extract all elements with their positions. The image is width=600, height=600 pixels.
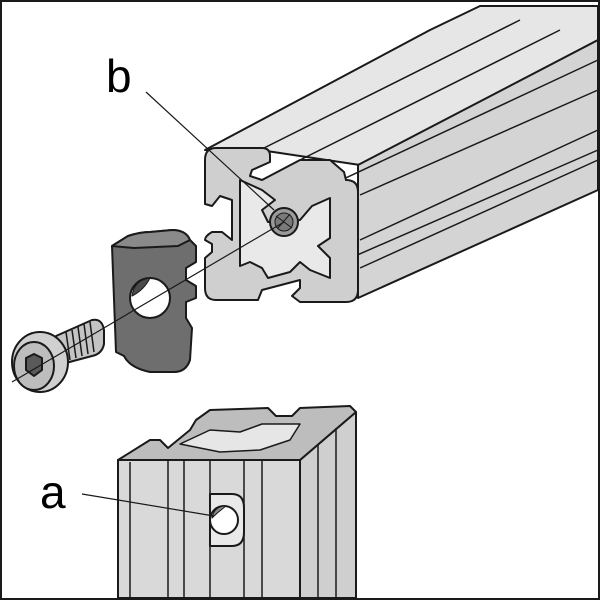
vertical-top-cavity [179, 423, 301, 453]
hex-socket-icon [25, 353, 43, 377]
profile-groove-line [299, 29, 561, 161]
profile-top-face [204, 5, 599, 166]
leader-line-a [81, 493, 215, 517]
label-a: a [40, 466, 66, 518]
profile-groove-line [259, 19, 521, 151]
access-bore-shadow [211, 505, 227, 519]
label-b: b [106, 50, 132, 102]
access-bore [209, 505, 239, 535]
screw [11, 318, 105, 393]
leader-line-b [145, 91, 275, 211]
profile-groove-line [359, 89, 599, 196]
screw-threads [65, 321, 95, 361]
plate-hole [129, 277, 171, 319]
connector-plate [111, 229, 197, 373]
plate-hole-shadow [131, 277, 151, 297]
vertical-profile [117, 405, 357, 599]
plate-top-edge [111, 229, 191, 249]
profile-groove-line [319, 59, 599, 191]
horizontal-profile [204, 5, 599, 303]
profile-groove-line [359, 159, 599, 269]
assembly-axis [11, 221, 285, 383]
thread-mark [277, 213, 291, 229]
profile-groove-line [359, 129, 599, 241]
